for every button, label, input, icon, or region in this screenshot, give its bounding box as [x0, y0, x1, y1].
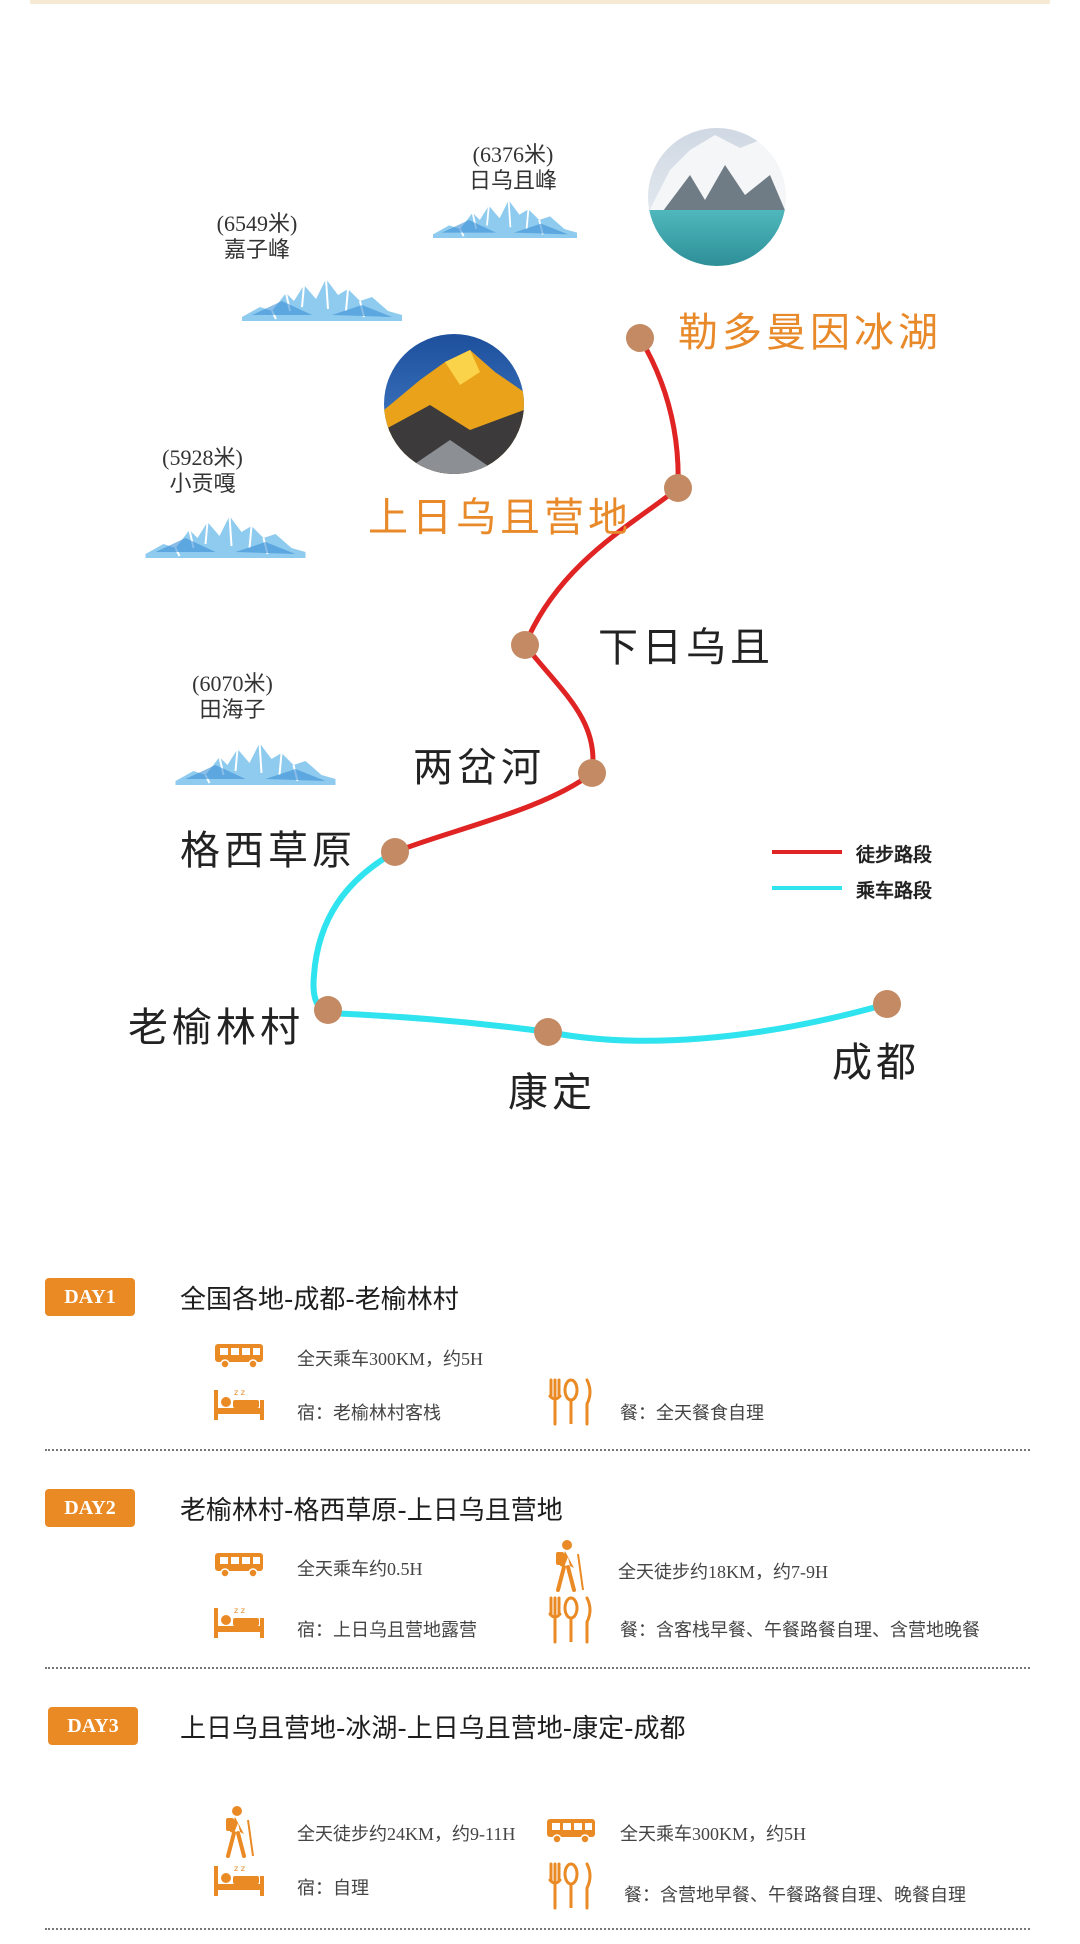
stop-label-xiariwuqie: 下日乌且: [598, 625, 774, 671]
legend-hiking-label: 徒步路段: [856, 844, 933, 866]
svg-text:z z: z z: [234, 1606, 245, 1615]
mountain-icon: [174, 741, 337, 785]
stop-markers: [314, 324, 901, 1046]
route-map: [144, 126, 901, 1046]
meals-text: 餐：含客栈早餐、午餐路餐自理、含营地晚餐: [620, 1620, 980, 1640]
lodging-text: 宿：老榆林村客栈: [297, 1403, 441, 1423]
utensils-icon: [548, 1862, 592, 1910]
stop-dot[interactable]: [534, 1018, 562, 1046]
stop-label-camp: 上日乌且营地: [368, 495, 632, 541]
bus-icon: [215, 1553, 263, 1578]
top-decor-bar: [30, 0, 1050, 4]
divider: [45, 1928, 1030, 1930]
day-title: 老榆林村-格西草原-上日乌且营地: [180, 1496, 563, 1526]
mountain-icon: [432, 199, 578, 238]
peak-name: 嘉子峰: [223, 237, 290, 262]
bed-icon: z z: [214, 1864, 264, 1896]
day-title: 上日乌且营地-冰湖-上日乌且营地-康定-成都: [180, 1714, 686, 1744]
bed-icon: z z: [214, 1388, 264, 1420]
peak-altitude: (6070米): [192, 671, 273, 696]
transport-text: 全天徒步约24KM，约9-11H: [297, 1824, 516, 1844]
stop-dot[interactable]: [873, 990, 901, 1018]
stop-label-laoyulin: 老榆林村: [128, 1005, 304, 1051]
stop-label-liangchahe: 两岔河: [413, 745, 545, 791]
stop-label-chengdu: 成都: [832, 1040, 920, 1086]
bed-icon: z z: [214, 1606, 264, 1638]
peak-name: 田海子: [199, 697, 266, 722]
stop-dot[interactable]: [578, 759, 606, 787]
day-badge: DAY2: [45, 1489, 135, 1527]
bus-icon: [547, 1819, 595, 1844]
hiker-icon: [226, 1806, 254, 1858]
stop-dot[interactable]: [511, 631, 539, 659]
stop-dot[interactable]: [381, 838, 409, 866]
peak-name: 日乌且峰: [468, 168, 557, 193]
transport-text: 全天乘车约0.5H: [297, 1559, 423, 1579]
lodging-text: 宿：自理: [297, 1878, 369, 1898]
stop-dot[interactable]: [626, 324, 654, 352]
divider: [45, 1449, 1030, 1451]
divider: [45, 1667, 1030, 1669]
legend-driving-label: 乘车路段: [856, 880, 933, 902]
peak-name: 小贡嘎: [169, 471, 236, 496]
stop-label-glacier: 勒多曼因冰湖: [678, 310, 942, 356]
transport-text: 全天乘车300KM，约5H: [297, 1349, 484, 1369]
bus-icon: [215, 1344, 263, 1369]
peak-altitude: (6376米): [472, 142, 554, 167]
stop-dot[interactable]: [314, 996, 342, 1024]
stop-label-kangding: 康定: [508, 1070, 596, 1116]
utensils-icon: [548, 1596, 592, 1644]
day-badge: DAY1: [45, 1278, 135, 1316]
day-badge: DAY3: [48, 1707, 138, 1745]
day-title: 全国各地-成都-老榆林村: [180, 1285, 459, 1315]
transport-text: 全天乘车300KM，约5H: [620, 1824, 807, 1844]
utensils-icon: [548, 1378, 592, 1426]
camp-peak-photo: [384, 334, 524, 474]
lodging-text: 宿：上日乌且营地露营: [297, 1620, 477, 1640]
peak-altitude: (6549米): [216, 211, 298, 236]
glacier-lake-photo: [647, 127, 787, 267]
mountain-icon: [242, 278, 402, 321]
stop-dot[interactable]: [664, 474, 692, 502]
svg-text:z z: z z: [234, 1388, 245, 1397]
hiker-icon: [556, 1540, 584, 1592]
peak-altitude: (5928米): [162, 445, 243, 470]
transport-text: 全天徒步约18KM，约7-9H: [618, 1562, 828, 1582]
mountain-icon: [144, 514, 307, 558]
meals-text: 餐：含营地早餐、午餐路餐自理、晚餐自理: [624, 1885, 966, 1905]
driving-route: [310, 849, 890, 1044]
meals-text: 餐：全天餐食自理: [620, 1403, 764, 1423]
svg-text:z z: z z: [234, 1864, 245, 1873]
stop-label-gexi: 格西草原: [180, 828, 356, 874]
